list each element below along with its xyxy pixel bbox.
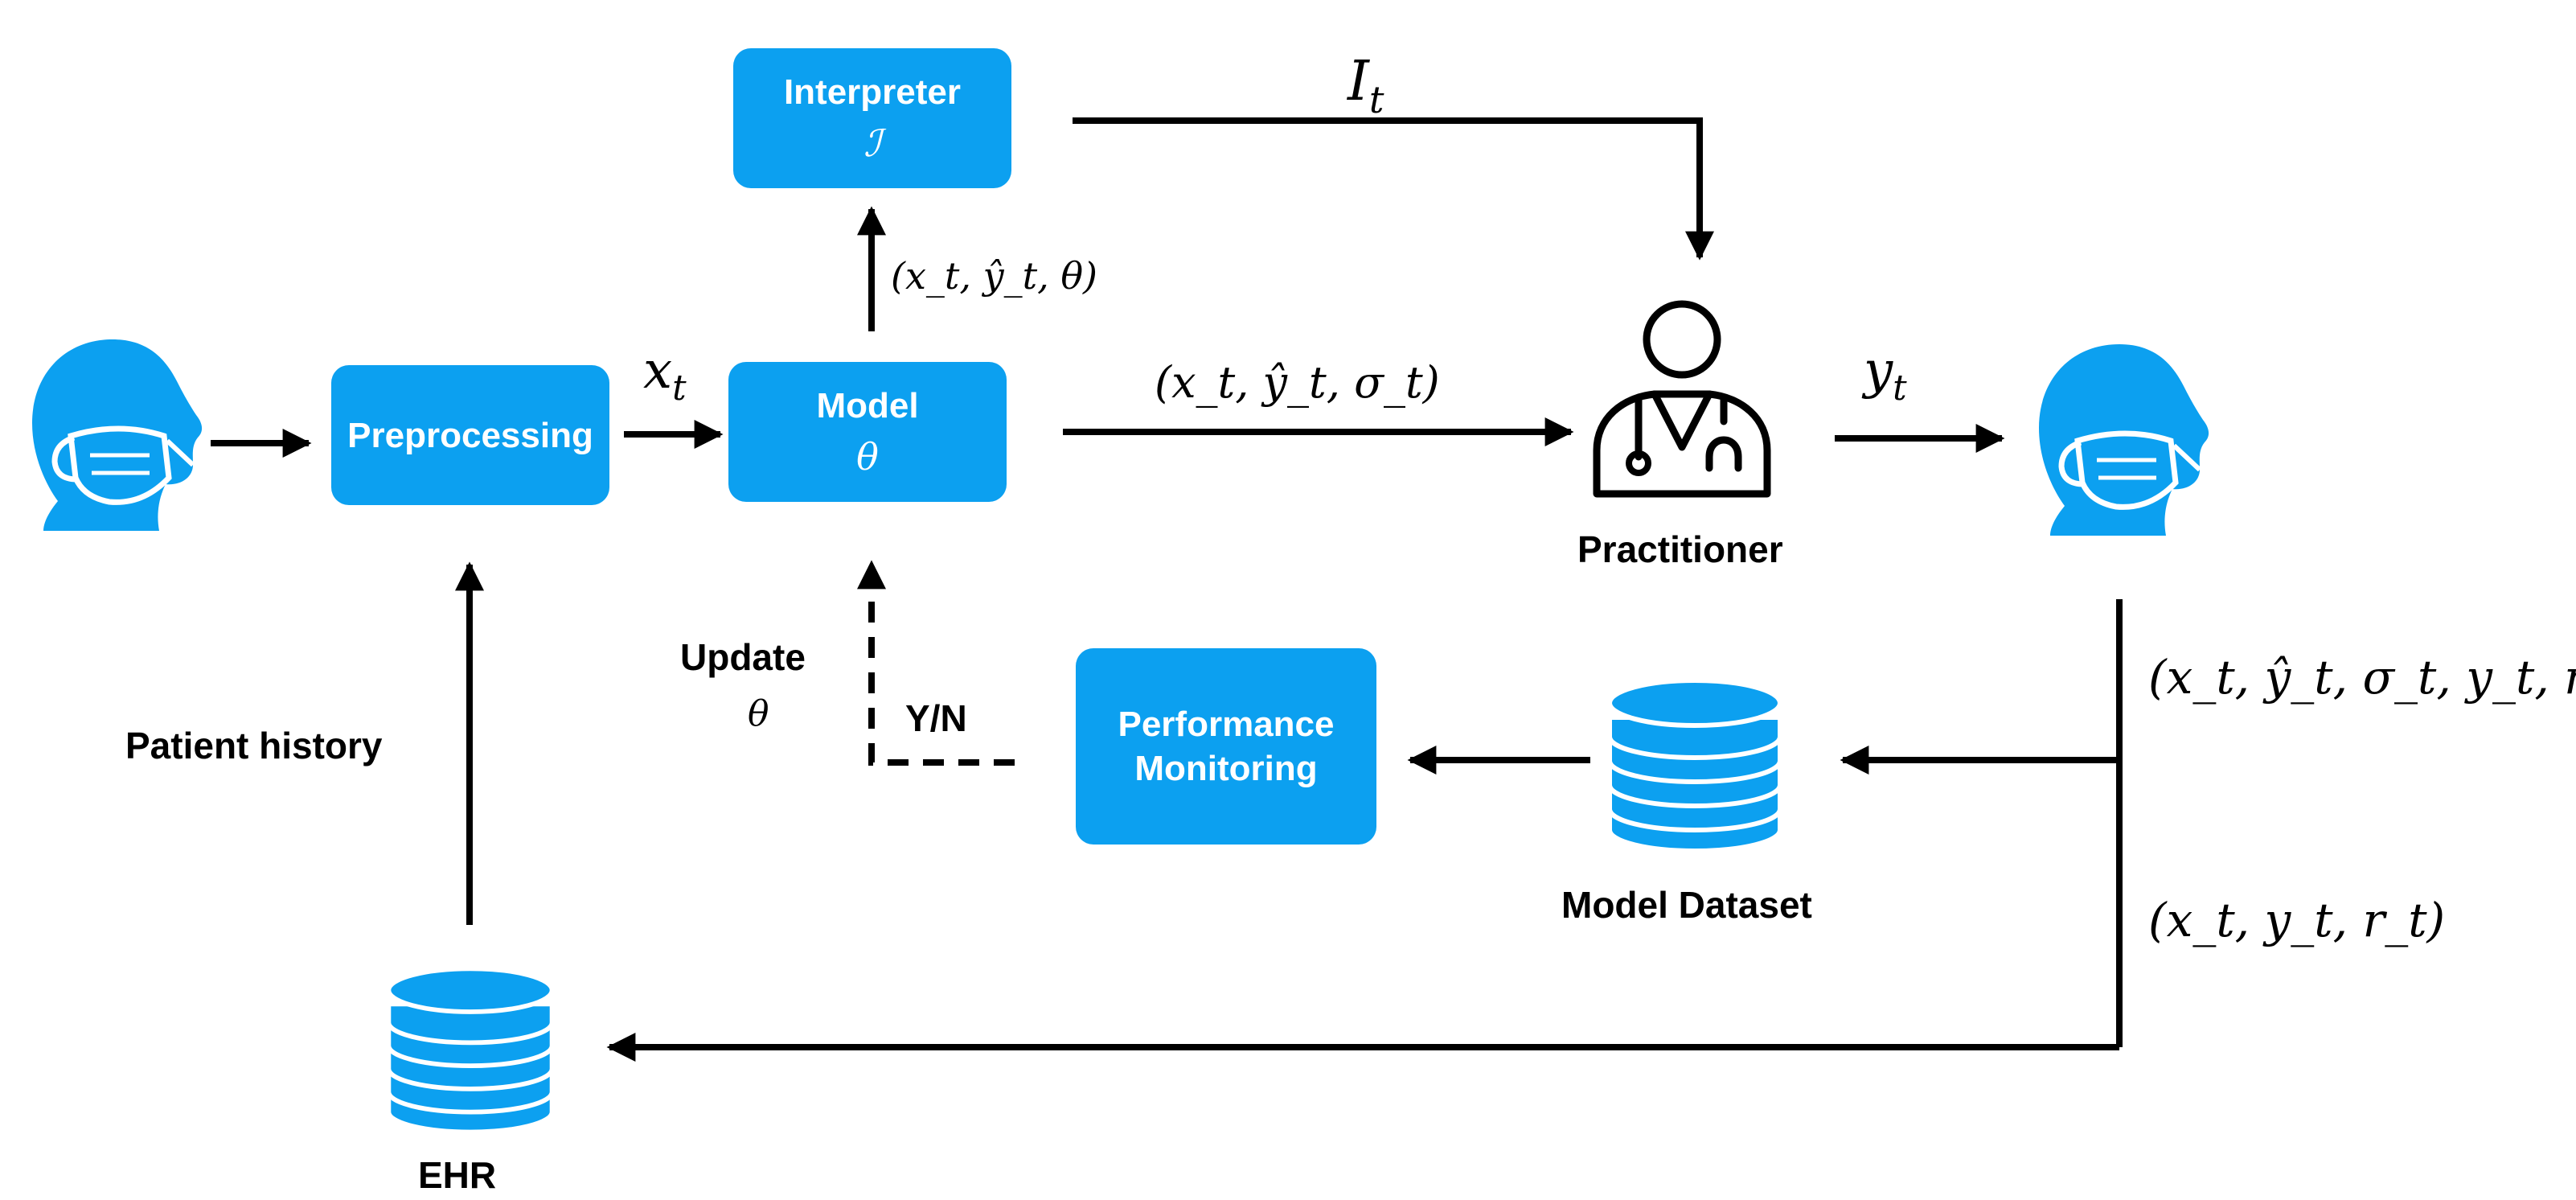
arrow-update-dashed: [857, 560, 1015, 766]
database-icon: [386, 966, 555, 1135]
update-label: Update: [680, 636, 806, 678]
interpreter-symbol: ℐ: [863, 121, 881, 165]
doctor-stethoscope-icon: [1593, 300, 1771, 498]
model-label: Model: [816, 385, 919, 425]
database-icon: [1607, 678, 1782, 853]
patient-history-label: Patient history: [125, 725, 383, 766]
interpretation-i-t-label: It: [1347, 50, 1384, 122]
tuple-to-interpreter: (x_t, ŷ_t, θ): [891, 254, 1097, 298]
yes-no-label: Y/N: [905, 697, 967, 739]
performance-label-line1: Performance: [1118, 705, 1335, 744]
model-dataset-label: Model Dataset: [1561, 884, 1812, 926]
model-box: Model θ: [728, 362, 1007, 502]
arrow-interpreter-to-practitioner: [1073, 117, 1714, 261]
tuple-to-ehr: (x_t, y_t, r_t): [2148, 893, 2446, 947]
tuple-to-model-dataset: (x_t, ŷ_t, σ_t, y_t, r_t, θ): [2148, 650, 2576, 705]
patient-masked-icon: [32, 339, 203, 531]
update-theta-symbol: θ: [748, 693, 769, 734]
ehr-label: EHR: [418, 1154, 497, 1196]
tuple-to-practitioner: (x_t, ŷ_t, σ_t): [1155, 357, 1440, 408]
preprocessing-box: Preprocessing: [331, 365, 609, 505]
y-t-label: yt: [1864, 341, 1907, 409]
interpreter-label: Interpreter: [783, 72, 962, 112]
patient-masked-icon: [2039, 344, 2209, 536]
preprocessing-label: Preprocessing: [347, 415, 593, 455]
model-parameter-symbol: θ: [856, 434, 879, 479]
x-t-label: xt: [643, 341, 687, 409]
practitioner-label: Practitioner: [1577, 528, 1783, 570]
interpreter-box: Interpreter ℐ: [733, 48, 1011, 188]
performance-label-line2: Monitoring: [1134, 749, 1318, 788]
performance-monitoring-box: Performance Monitoring: [1076, 648, 1376, 845]
